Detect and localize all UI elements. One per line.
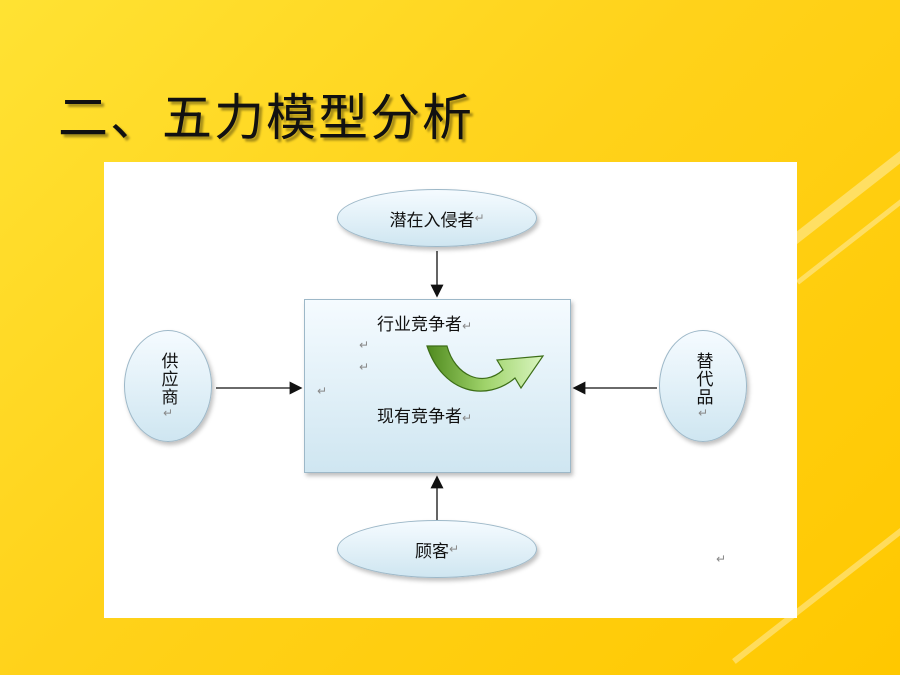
paragraph-mark: ↵ xyxy=(474,211,485,225)
paragraph-mark: ↵ xyxy=(697,406,709,420)
paragraph-mark: ↵ xyxy=(317,384,328,398)
paragraph-mark: ↵ xyxy=(448,542,460,556)
connector-arrows xyxy=(216,251,657,520)
customers-label: 顾客 xyxy=(414,541,449,562)
current-competitors-label: 现有竞争者↵ xyxy=(377,407,473,427)
five-forces-diagram: 潜在入侵者↵ 行业竞争者↵ ↵ ↵ ↵ 现有竞争者↵ 供应商 ↵ 替代品 ↵ 顾… xyxy=(104,162,797,618)
paragraph-mark: ↵ xyxy=(162,406,174,420)
potential-entrants-label: 潜在入侵者 xyxy=(389,210,475,231)
suppliers-label: 供应商 xyxy=(157,352,178,406)
decor-streak xyxy=(784,81,900,249)
customers-node: 顾客↵ xyxy=(337,520,537,578)
industry-competitors-box: 行业竞争者↵ ↵ ↵ ↵ 现有竞争者↵ xyxy=(304,299,571,473)
substitutes-node: 替代品 ↵ xyxy=(659,330,747,442)
paragraph-mark: ↵ xyxy=(359,338,370,352)
slide-title: 二、五力模型分析 xyxy=(58,89,474,147)
paragraph-mark: ↵ xyxy=(359,360,370,374)
suppliers-node: 供应商 ↵ xyxy=(124,330,212,442)
rivalry-curved-arrow xyxy=(426,345,545,392)
substitutes-label: 替代品 xyxy=(692,352,713,406)
potential-entrants-node: 潜在入侵者↵ xyxy=(337,189,537,247)
paragraph-mark: ↵ xyxy=(716,552,727,566)
industry-competitors-label: 行业竞争者↵ xyxy=(377,315,473,335)
